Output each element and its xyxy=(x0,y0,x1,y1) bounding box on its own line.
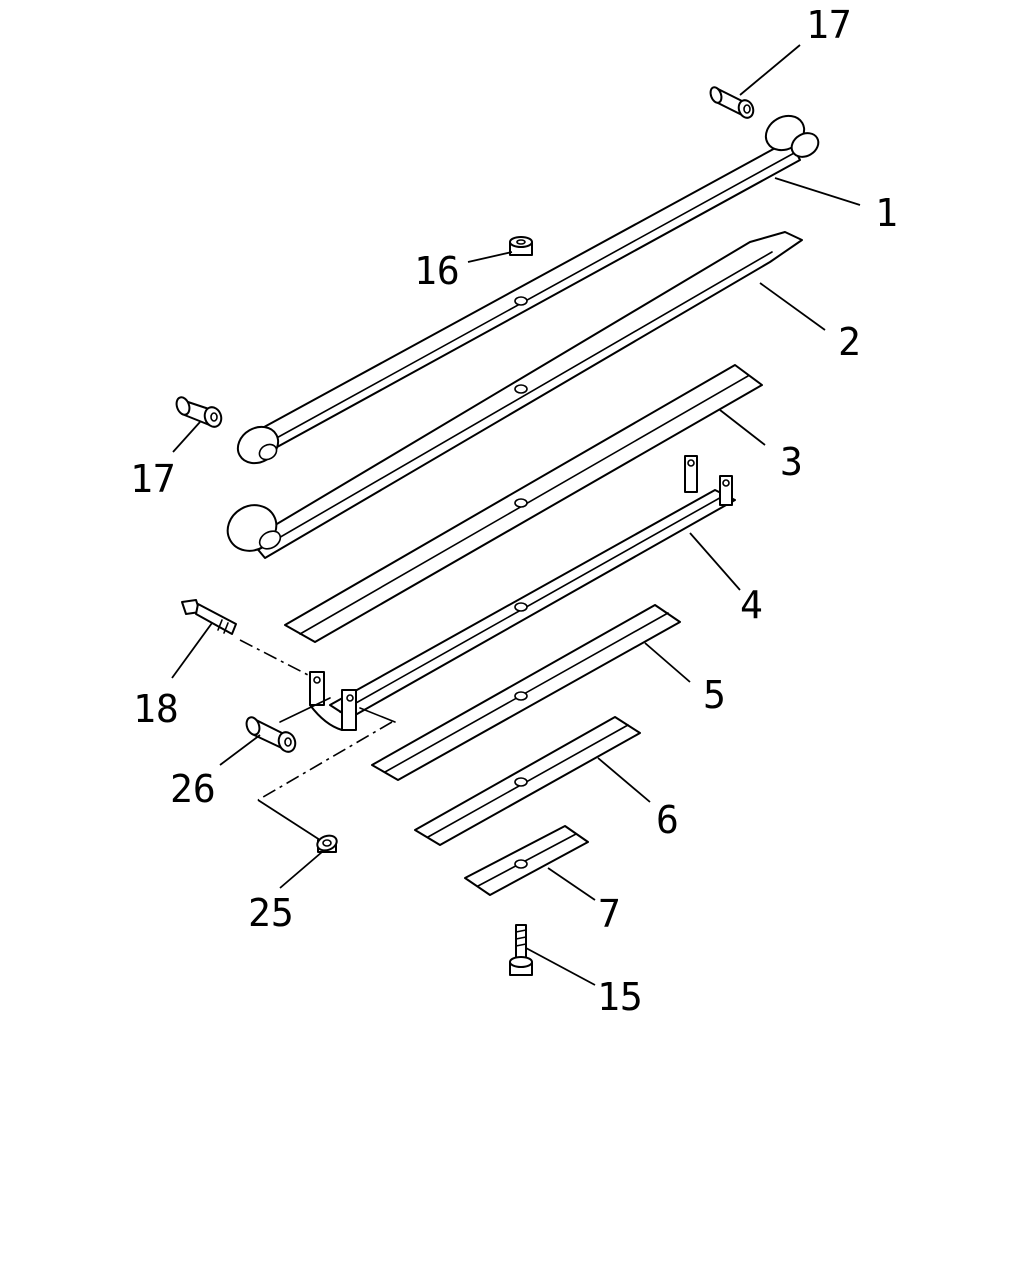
leader-25 xyxy=(257,799,323,889)
part-1-main-leaf xyxy=(236,114,820,465)
part-7-leaf xyxy=(464,825,589,896)
part-25-nut xyxy=(316,834,338,853)
alignment-line-lower xyxy=(359,707,396,723)
part-3-leaf xyxy=(284,364,763,643)
part-6-leaf xyxy=(414,716,641,846)
leader-18 xyxy=(171,622,213,679)
leader-4 xyxy=(689,532,741,591)
part-15-center-bolt xyxy=(509,924,533,976)
callout-17-top: 17 xyxy=(806,3,852,47)
part-5-leaf xyxy=(371,604,681,781)
leader-17-left xyxy=(172,421,201,453)
leader-5 xyxy=(644,642,691,683)
alignment-line-center xyxy=(257,721,393,801)
part-16-nut xyxy=(509,236,533,256)
leader-17-top xyxy=(739,44,801,96)
part-26-bushing xyxy=(245,716,297,753)
part-2-second-leaf xyxy=(226,231,803,559)
part-17-bushing-top xyxy=(709,86,755,119)
part-4-leaf-with-clips xyxy=(309,455,736,731)
leader-1 xyxy=(774,177,861,206)
leader-15 xyxy=(525,947,596,986)
leader-6 xyxy=(597,757,651,803)
callout-7: 7 xyxy=(598,892,621,936)
leader-7 xyxy=(547,867,596,901)
part-17-bushing-left xyxy=(175,396,223,428)
callout-25: 25 xyxy=(248,891,294,935)
leader-3 xyxy=(719,409,766,446)
part-18-bolt xyxy=(181,599,311,677)
callout-5: 5 xyxy=(703,673,726,717)
leader-2 xyxy=(759,282,826,331)
alignment-line-upper xyxy=(279,697,331,723)
callout-6: 6 xyxy=(656,798,679,842)
callout-17-left: 17 xyxy=(130,457,176,501)
leader-lines xyxy=(171,44,861,986)
callout-15: 15 xyxy=(597,975,643,1019)
leader-26 xyxy=(219,734,261,766)
callout-1: 1 xyxy=(875,191,898,235)
callout-26: 26 xyxy=(170,767,216,811)
callout-4: 4 xyxy=(740,583,763,627)
callout-2: 2 xyxy=(838,320,861,364)
callout-labels: 17 1 16 2 17 3 4 18 5 26 6 25 7 15 xyxy=(130,3,898,1019)
leader-16 xyxy=(467,251,513,263)
callout-16: 16 xyxy=(414,249,460,293)
callout-18: 18 xyxy=(133,687,179,731)
callout-3: 3 xyxy=(780,440,803,484)
